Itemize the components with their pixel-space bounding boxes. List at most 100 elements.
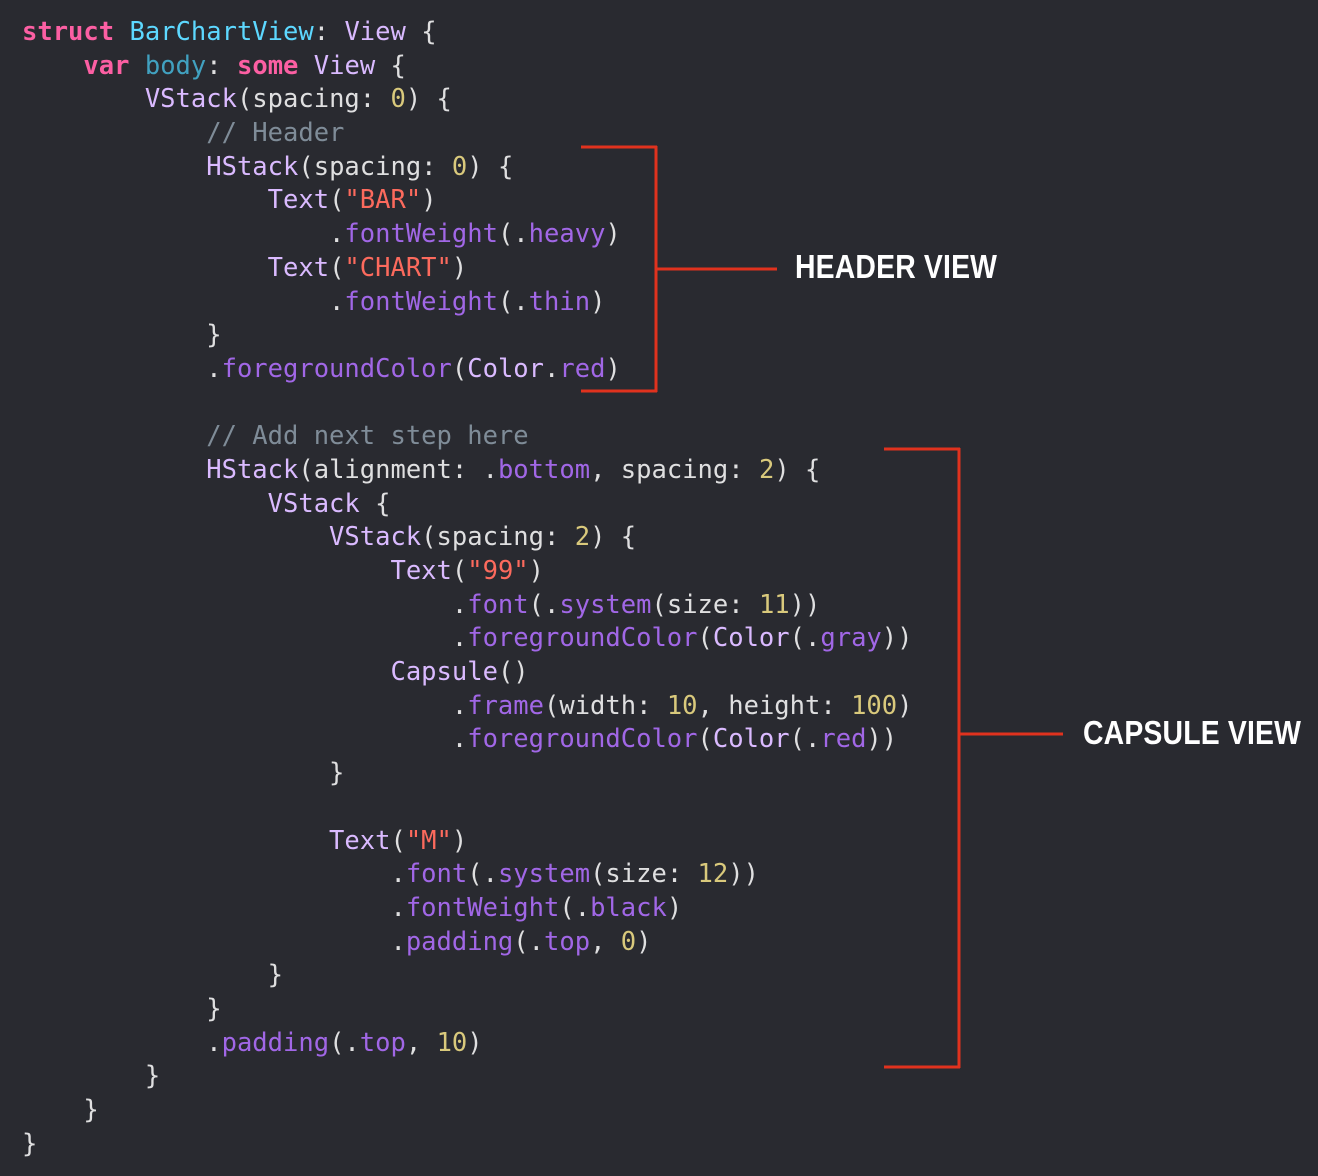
code-token: ) <box>451 825 468 856</box>
code-token: } <box>22 1095 99 1125</box>
code-token: 12 <box>697 859 729 890</box>
code-line: struct BarChartView: View { <box>22 16 913 50</box>
code-editor: struct BarChartView: View { var body: so… <box>22 16 913 1161</box>
code-token: ( <box>697 623 713 654</box>
code-token: "BAR" <box>344 185 422 216</box>
code-token: . <box>22 219 345 250</box>
code-token: . <box>22 353 222 384</box>
code-line: } <box>22 959 913 993</box>
code-token: var <box>83 50 130 81</box>
code-token: (. <box>559 892 591 923</box>
code-line: VStack { <box>22 488 913 522</box>
code-token: { <box>405 17 437 47</box>
code-line: // Add next step here <box>22 420 913 454</box>
code-token: foregroundColor <box>467 623 698 654</box>
code-token: 100 <box>851 690 898 721</box>
code-line: .padding(.top, 0) <box>22 926 913 960</box>
code-token: 10 <box>436 1027 468 1058</box>
code-token: bottom <box>497 454 591 485</box>
code-line: } <box>22 757 913 791</box>
code-token: )) <box>728 859 759 890</box>
code-line: var body: some View { <box>22 50 913 84</box>
code-token: 2 <box>574 522 591 553</box>
code-line: .font(.system(size: 11)) <box>22 589 913 623</box>
code-line: Text("BAR") <box>22 184 913 218</box>
code-token: ) { <box>467 151 514 182</box>
code-token: top <box>359 1027 406 1058</box>
code-token: VStack <box>267 488 360 519</box>
code-token: (. <box>467 859 498 890</box>
code-token: system <box>559 589 652 620</box>
code-token: { <box>375 50 406 81</box>
code-token: // Add next step here <box>206 421 529 452</box>
code-line: .foregroundColor(Color.red) <box>22 353 913 387</box>
code-line: .padding(.top, 10) <box>22 1027 913 1061</box>
code-token: } <box>22 1128 38 1159</box>
code-token: font <box>405 859 468 890</box>
code-token: VStack <box>144 84 237 115</box>
code-token: Text <box>267 185 330 216</box>
code-token: system <box>497 859 591 890</box>
code-token: . <box>22 286 345 317</box>
code-line: } <box>22 993 913 1027</box>
code-token: } <box>22 320 222 351</box>
code-token: : <box>206 50 237 81</box>
code-token: red <box>559 353 606 384</box>
code-line: .foregroundColor(Color(.gray)) <box>22 622 913 656</box>
code-line: HStack(alignment: .bottom, spacing: 2) { <box>22 454 913 488</box>
code-token: (. <box>497 286 529 317</box>
code-token: ) { <box>590 522 637 553</box>
code-token: ) <box>590 286 606 317</box>
code-token: : <box>313 17 345 47</box>
code-line: Text("CHART") <box>22 252 913 286</box>
code-token: ( <box>329 252 345 283</box>
code-token: , spacing: <box>590 454 759 485</box>
code-token: fontWeight <box>405 892 560 923</box>
code-token: (alignment: . <box>298 454 498 485</box>
code-token: ) <box>605 219 621 250</box>
code-line: } <box>22 1094 913 1128</box>
code-token: (. <box>497 219 529 250</box>
code-token: "CHART" <box>344 252 452 283</box>
code-token: (. <box>528 589 560 620</box>
code-token: ) <box>666 892 683 923</box>
code-token: , <box>405 1027 437 1058</box>
code-token: } <box>22 960 283 991</box>
code-line: Text("99") <box>22 555 913 589</box>
code-line: VStack(spacing: 0) { <box>22 83 913 117</box>
code-token: . <box>22 1027 222 1058</box>
code-token: ( <box>390 825 406 856</box>
code-line: .foregroundColor(Color(.red)) <box>22 723 913 757</box>
code-token: ( <box>697 724 713 755</box>
code-token: ) <box>467 1027 483 1058</box>
code-token: // Header <box>206 118 345 149</box>
code-token: HStack <box>206 151 299 182</box>
code-token: . <box>22 892 406 923</box>
code-token: VStack <box>329 522 422 553</box>
code-token: 0 <box>620 926 637 957</box>
code-token: . <box>22 589 468 620</box>
code-token: View <box>313 50 376 81</box>
code-token: foregroundColor <box>467 724 698 755</box>
code-token: } <box>22 1061 161 1092</box>
code-token: fontWeight <box>344 219 498 250</box>
code-token: red <box>820 724 867 755</box>
code-token: Text <box>390 556 452 586</box>
code-token: { <box>359 488 391 519</box>
code-token: . <box>22 690 468 721</box>
code-token: . <box>22 724 468 755</box>
code-line: } <box>22 1128 913 1162</box>
code-token: ( <box>451 556 468 586</box>
code-token: )) <box>789 589 821 620</box>
code-token: ) { <box>774 454 821 485</box>
code-line: // Header <box>22 117 913 151</box>
code-token: HStack <box>206 454 299 485</box>
code-token: . <box>22 926 406 957</box>
code-token: thin <box>528 286 591 317</box>
code-token: frame <box>467 690 544 721</box>
code-token: top <box>544 926 591 957</box>
code-token: (size: <box>590 859 698 890</box>
code-line: Capsule() <box>22 656 913 690</box>
code-line: .fontWeight(.thin) <box>22 286 913 320</box>
code-token: 11 <box>758 589 790 620</box>
